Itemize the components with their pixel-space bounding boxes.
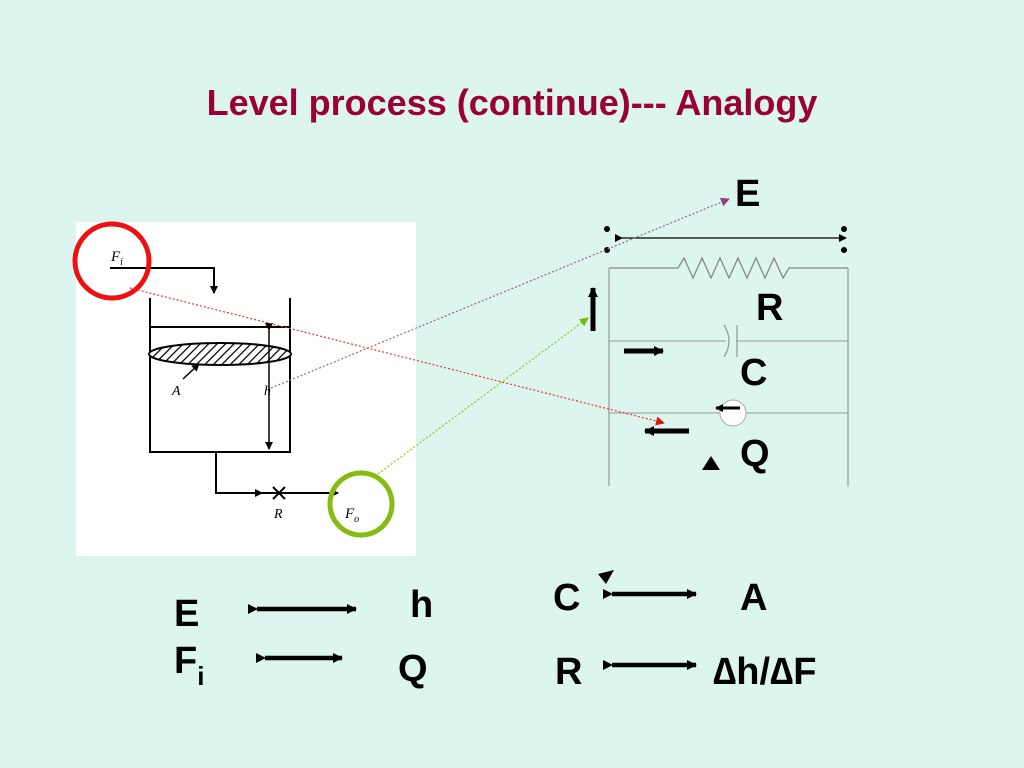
outflow-pipe: [215, 452, 263, 497]
circuit-resistor-label: R: [756, 287, 783, 329]
analogy-R-label: R: [555, 651, 582, 693]
area-label: A: [171, 384, 181, 399]
height-label: h: [264, 384, 271, 399]
purple-connector-line: [270, 197, 730, 389]
tank-diagram: Fi A h R Fo: [76, 222, 416, 556]
terminal-dot: [604, 226, 610, 232]
triangle-marker: [598, 570, 614, 584]
analogy-Q-label: Q: [398, 648, 428, 690]
analogy-Fi-label: Fi: [174, 640, 204, 691]
triangle-marker: [702, 456, 720, 470]
slide-title: Level process (continue)--- Analogy: [206, 82, 818, 123]
resistor-symbol: [609, 256, 848, 280]
tank-walls: [149, 298, 291, 453]
green-highlight-circle: [327, 470, 395, 538]
terminal-dot: [841, 226, 847, 232]
capacitor-plate-curved: [723, 324, 730, 358]
valve-icon: [272, 486, 286, 500]
analogy-E-label: E: [174, 593, 199, 635]
outflow-label: Fo: [344, 506, 359, 525]
inflow-pipe: [110, 267, 218, 294]
resistance-label: R: [273, 507, 283, 522]
circuit-voltage-label: E: [735, 173, 760, 215]
electrical-circuit: E R C Q: [588, 173, 849, 486]
circuit-source-label: Q: [740, 433, 770, 475]
terminal-dot: [841, 247, 847, 253]
circuit-capacitor-label: C: [740, 352, 767, 394]
red-highlight-circle: [72, 221, 152, 301]
area-pointer: [182, 363, 200, 380]
analogy-h-label: h: [410, 584, 433, 626]
area-ellipse: [148, 342, 292, 366]
analogy-C-label: C: [553, 577, 580, 619]
analogy-A-label: A: [740, 577, 767, 619]
analogy-table: E h Fi Q C A R ∆h/∆F: [174, 570, 816, 693]
inflow-label: Fi: [110, 249, 123, 268]
analogy-dh-dF-label: ∆h/∆F: [713, 651, 816, 693]
current-source-symbol: [719, 399, 747, 427]
tank-image-background: [76, 222, 416, 556]
